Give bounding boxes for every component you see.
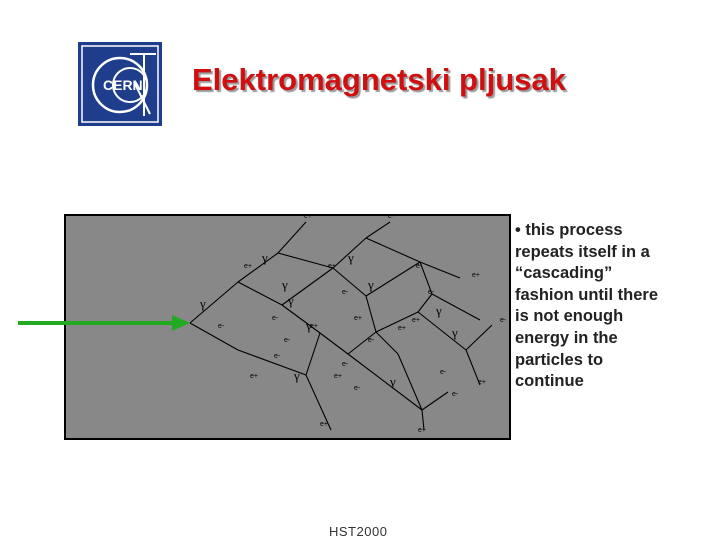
shower-track bbox=[277, 252, 334, 269]
particle-label: e+ bbox=[320, 421, 328, 428]
shower-track bbox=[417, 293, 433, 313]
particle-label: e- bbox=[342, 289, 349, 296]
bullet-line: fashion until there bbox=[515, 285, 659, 304]
particle-label: e- bbox=[354, 385, 361, 392]
shower-track bbox=[305, 332, 321, 376]
particle-label: e+ bbox=[244, 263, 252, 270]
bullet-line: repeats itself in a bbox=[515, 242, 650, 261]
particle-label: e- bbox=[284, 337, 291, 344]
shower-track bbox=[332, 237, 367, 269]
shower-track bbox=[189, 322, 239, 351]
bullet-line: “cascading” bbox=[515, 264, 613, 283]
shower-track bbox=[419, 261, 433, 295]
shower-track bbox=[419, 261, 461, 279]
incoming-arrowhead bbox=[172, 315, 190, 331]
cern-logo-text: CERN bbox=[103, 77, 143, 93]
photon-symbol: γ bbox=[261, 250, 268, 265]
shower-track bbox=[417, 311, 467, 351]
particle-label: e+ bbox=[472, 272, 480, 279]
shower-track bbox=[365, 237, 421, 263]
shower-track bbox=[332, 267, 367, 297]
particle-label: e- bbox=[440, 369, 447, 376]
photon-symbol: γ bbox=[451, 325, 458, 340]
shower-track bbox=[189, 281, 239, 324]
photon-symbol: γ bbox=[281, 277, 288, 292]
shower-track bbox=[237, 349, 307, 376]
shower-track bbox=[281, 267, 334, 306]
particle-label: e+ bbox=[328, 263, 336, 270]
particle-label: e- bbox=[274, 353, 281, 360]
particle-label: e+ bbox=[250, 373, 258, 380]
photon-symbol: γ bbox=[435, 303, 442, 318]
shower-track bbox=[375, 331, 399, 355]
photon-symbol: γ bbox=[305, 318, 312, 333]
bullet-line: is not enough bbox=[515, 307, 624, 326]
shower-track bbox=[305, 374, 332, 431]
particle-label: e+ bbox=[310, 323, 318, 330]
particle-label: e+ bbox=[418, 427, 426, 434]
shower-track bbox=[319, 332, 349, 355]
photon-symbol: γ bbox=[199, 296, 206, 311]
photon-symbol: γ bbox=[367, 277, 374, 292]
particle-label: e- bbox=[342, 361, 349, 368]
particle-label: e- bbox=[218, 323, 225, 330]
photon-symbol: γ bbox=[293, 368, 300, 383]
shower-track bbox=[277, 221, 307, 254]
shower-track bbox=[465, 324, 493, 351]
bullet-line: continue bbox=[515, 372, 584, 391]
particle-label: e+ bbox=[412, 317, 420, 324]
bullet-list: • this process repeats itself in a “casc… bbox=[515, 220, 715, 393]
particle-label: e+ bbox=[478, 379, 486, 386]
shower-track bbox=[375, 311, 419, 333]
particle-label: e- bbox=[272, 315, 279, 322]
particle-label: e- bbox=[368, 337, 375, 344]
particle-label: e- bbox=[416, 263, 423, 270]
shower-track bbox=[397, 353, 423, 411]
shower-track bbox=[365, 221, 391, 239]
particle-label: e- bbox=[500, 317, 507, 324]
particle-label: e+ bbox=[354, 315, 362, 322]
photon-symbol: γ bbox=[287, 293, 294, 308]
particle-label: e+ bbox=[334, 373, 342, 380]
shower-track bbox=[421, 391, 449, 411]
slide-title: Elektromagnetski pljusak bbox=[192, 62, 566, 97]
shower-track bbox=[431, 293, 481, 321]
particle-label: e- bbox=[428, 289, 435, 296]
shower-track bbox=[365, 295, 377, 333]
particle-label: e+ bbox=[304, 213, 312, 220]
particle-label: e- bbox=[452, 391, 459, 398]
shower-track bbox=[347, 353, 423, 411]
diagram-panel bbox=[64, 214, 511, 440]
bullet-line: • this process bbox=[515, 221, 623, 239]
cern-logo: CERN bbox=[78, 42, 162, 126]
shower-track bbox=[237, 252, 279, 283]
particle-label: e- bbox=[388, 213, 395, 220]
shower-track bbox=[421, 409, 425, 431]
photon-symbol: γ bbox=[347, 250, 354, 265]
particle-label: e+ bbox=[398, 325, 406, 332]
bullet-line: particles to bbox=[515, 350, 604, 369]
shower-track bbox=[365, 261, 421, 297]
shower-track bbox=[465, 349, 481, 386]
bullet-line: energy in the bbox=[515, 328, 618, 347]
photon-symbol: γ bbox=[389, 374, 396, 389]
shower-track bbox=[237, 281, 283, 306]
footer-text: HST2000 bbox=[329, 524, 388, 539]
shower-track bbox=[347, 331, 377, 355]
shower-track bbox=[281, 304, 321, 334]
